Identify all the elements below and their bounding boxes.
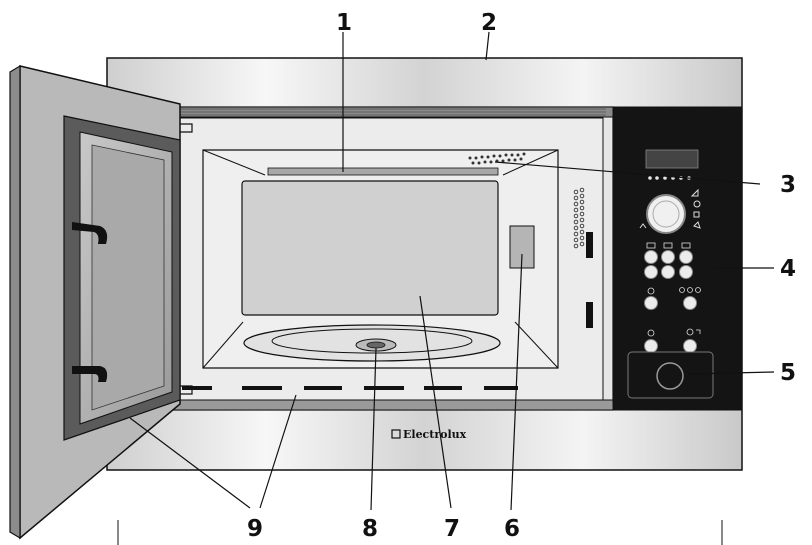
program-button-icon[interactable] (644, 296, 658, 310)
program-button-icon[interactable] (644, 250, 658, 264)
side-vent-holes (573, 187, 585, 249)
callout-1: 1 (336, 10, 352, 36)
brand-name: Electrolux (403, 428, 467, 441)
display-window (645, 149, 699, 169)
oven-bottom-lip (152, 399, 614, 411)
callout-8: 8 (362, 516, 378, 542)
latch-hole-lower (586, 302, 593, 328)
door-release-button-icon[interactable] (656, 362, 684, 390)
program-button-icon[interactable] (644, 265, 658, 279)
callout-7: 7 (444, 516, 460, 542)
grill-element-icon (267, 167, 499, 176)
callout-3: 3 (780, 172, 796, 198)
door (9, 64, 193, 540)
latch-hole-upper (586, 232, 593, 258)
door-handle-icon[interactable] (72, 366, 108, 382)
lamp-grille (468, 152, 526, 165)
cavity-perspective-lines (202, 149, 559, 369)
door-window-inner (91, 144, 165, 411)
door-edge (9, 64, 21, 540)
door-handle-icon[interactable] (72, 222, 108, 244)
program-button-symbols (646, 242, 691, 249)
door-hinge-top (180, 123, 193, 133)
stop-start-symbols (647, 328, 701, 337)
turntable-hub (366, 341, 386, 349)
program-button-icon[interactable] (679, 265, 693, 279)
program-button-icon[interactable] (679, 250, 693, 264)
program-button-icon[interactable] (661, 265, 675, 279)
program-button-icon[interactable] (683, 296, 697, 310)
cavity-back-plate (241, 180, 499, 316)
control-dial-center (652, 200, 680, 228)
program-button-icon[interactable] (661, 250, 675, 264)
callout-4: 4 (780, 256, 796, 282)
turntable-plate (271, 328, 473, 354)
program-button-symbols-row2 (647, 287, 701, 295)
program-button-row-top (644, 250, 693, 279)
callout-2: 2 (481, 10, 497, 36)
callout-9: 9 (247, 516, 263, 542)
callout-5: 5 (780, 360, 796, 386)
brand-logo: Electrolux (391, 428, 467, 441)
stop-button-icon[interactable] (644, 339, 658, 353)
leader-lines (129, 31, 775, 511)
callout-6: 6 (504, 516, 520, 542)
dial-indicator-icons (639, 188, 701, 229)
brand-logo-icon (391, 429, 401, 439)
top-vent-slots (160, 108, 606, 116)
door-hinge-bottom (180, 385, 193, 395)
start-button-icon[interactable] (683, 339, 697, 353)
